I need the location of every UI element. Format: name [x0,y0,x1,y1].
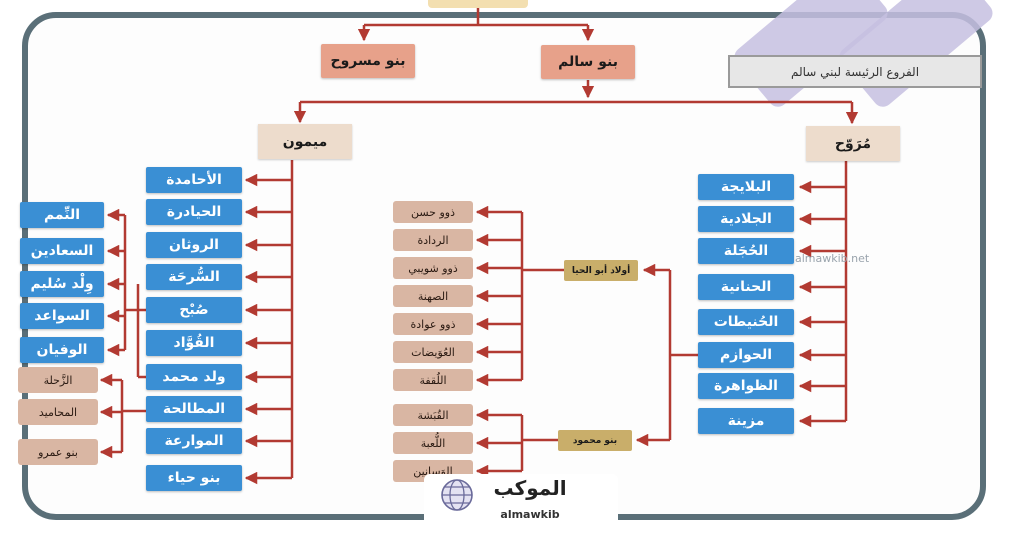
node-maymoun-child: الأحامدة [146,167,242,193]
node-maymoun: ميمون [258,124,352,159]
node-subh-child: السعادين [20,238,104,264]
node-awlad-abu-alhaya: أولاد أبو الحيا [564,260,638,281]
node-marwah-child: الحنانية [698,274,794,300]
node-maymoun-child: الروثان [146,232,242,258]
node-maymoun-child: ولد محمد [146,364,242,390]
node-maymoun-child: صُبْح [146,297,242,323]
node-marwah-child: الجلادية [698,206,794,232]
node-maymoun-child: بنو حياء [146,465,242,491]
legend-box: الفروع الرئيسة لبني سالم [728,55,982,88]
node-marwah-child: البلايجة [698,174,794,200]
node-awlad-child: الردادة [393,229,473,251]
node-awlad-child: ذوو حسن [393,201,473,223]
node-mahmoud-child: اللُّعبة [393,432,473,454]
logo-subtitle: almawkib [500,508,560,521]
node-bani-masrouh: بنو مسروح [321,44,415,78]
node-bani-salem: بنو سالم [541,45,635,79]
node-marwah-child: الظواهرة [698,373,794,399]
node-maymoun-child: الحيادرة [146,199,242,225]
node-walad-mohammad-child: بنو عمرو [18,439,98,465]
node-maymoun-child: السُّرحَة [146,264,242,290]
node-awlad-child: اللُقفة [393,369,473,391]
node-walad-mohammad-child: المحاميد [18,399,98,425]
node-maymoun-child: الموارعة [146,428,242,454]
node-marwah-child: مزينة [698,408,794,434]
node-walad-mohammad-child: الزَّحلة [18,367,98,393]
logo-title: الموكب [493,476,567,500]
node-subh-child: السواعد [20,303,104,329]
root-node [428,0,528,8]
node-maymoun-child: المطالحة [146,396,242,422]
node-subh-child: وِلْد سُليم [20,271,104,297]
globe-icon [441,479,473,511]
node-marwah-child: الحُنيطات [698,309,794,335]
node-marwah-child: الحوازم [698,342,794,368]
node-awlad-child: العُوَيضات [393,341,473,363]
node-marwah: مُرَوّح [806,126,900,161]
node-subh-child: النِّمم [20,202,104,228]
node-mahmoud-child: القُبَشة [393,404,473,426]
node-awlad-child: ذوو شويبي [393,257,473,279]
node-subh-child: الوفيان [20,337,104,363]
node-awlad-child: ذوو عوادة [393,313,473,335]
node-bani-mahmoud: بنو محمود [558,430,632,451]
node-marwah-child: الحُجَلة [698,238,794,264]
node-awlad-child: الصهنة [393,285,473,307]
node-maymoun-child: القُوَّاد [146,330,242,356]
watermark-text: almawkib.net [795,252,870,265]
